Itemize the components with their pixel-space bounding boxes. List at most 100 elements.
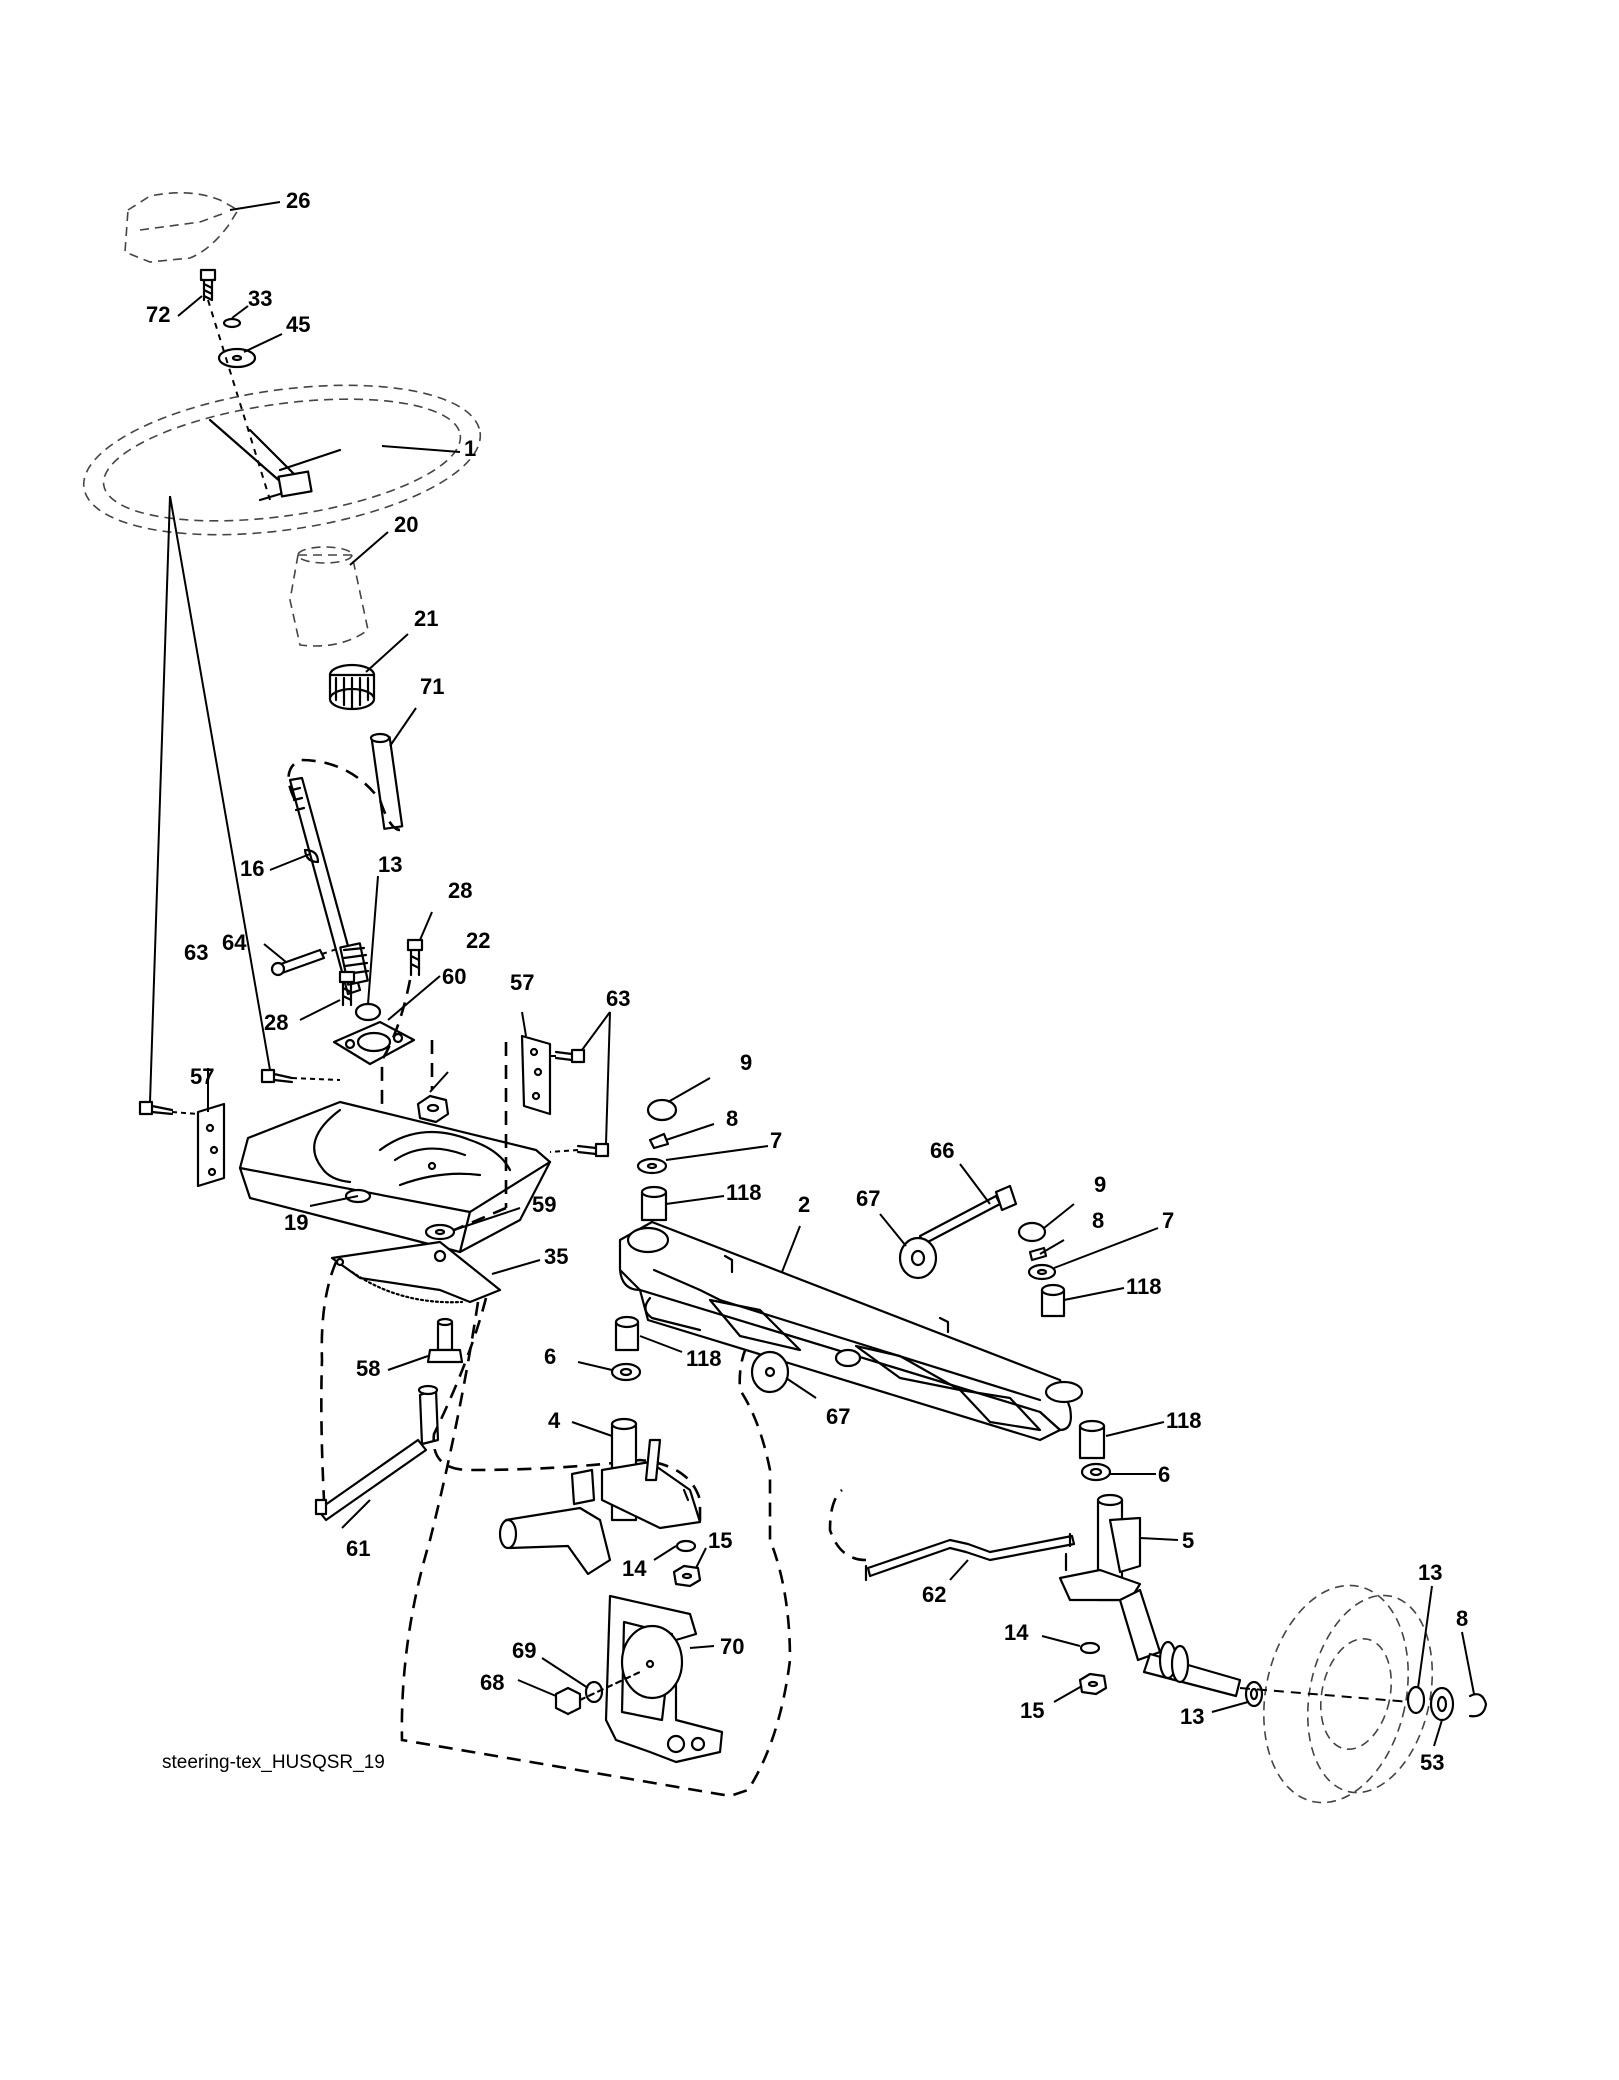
part-screw-63a bbox=[138, 1100, 174, 1116]
part-nut-15a bbox=[672, 1564, 702, 1588]
part-nut-15b bbox=[1078, 1672, 1108, 1696]
part-bushing-21 bbox=[328, 663, 376, 711]
part-washer-53 bbox=[1429, 1686, 1455, 1722]
part-washer-14a bbox=[675, 1539, 697, 1553]
callout-21: 21 bbox=[414, 606, 438, 631]
callout-13c: 13 bbox=[1418, 1560, 1442, 1585]
part-washer-59 bbox=[424, 1223, 456, 1241]
part-steering-boot bbox=[289, 546, 369, 647]
callout-15b: 15 bbox=[1020, 1698, 1044, 1723]
part-washer-13-outer bbox=[1406, 1685, 1426, 1715]
callout-64: 64 bbox=[222, 930, 247, 955]
part-screw-63b bbox=[260, 1068, 294, 1084]
callout-26: 26 bbox=[286, 188, 310, 213]
callout-14a: 14 bbox=[622, 1556, 647, 1581]
part-bushing-118a bbox=[640, 1185, 668, 1222]
part-bushing-118d bbox=[1078, 1419, 1106, 1460]
part-bolt-72 bbox=[199, 268, 217, 302]
callout-57a: 57 bbox=[190, 1064, 214, 1089]
callout-63b: 63 bbox=[606, 986, 630, 1011]
callout-19: 19 bbox=[284, 1210, 308, 1235]
figure-caption: steering-tex_HUSQSR_19 bbox=[162, 1752, 385, 1773]
part-washer-7b bbox=[1027, 1263, 1057, 1281]
part-plate-70 bbox=[604, 1594, 724, 1764]
callout-67b: 67 bbox=[826, 1404, 850, 1429]
callout-4: 4 bbox=[548, 1408, 561, 1433]
callout-5: 5 bbox=[1182, 1528, 1194, 1553]
callout-6b: 6 bbox=[1158, 1462, 1170, 1487]
callout-8a: 8 bbox=[726, 1106, 738, 1131]
callout-8c: 8 bbox=[1456, 1606, 1468, 1631]
part-washer-69 bbox=[584, 1680, 604, 1704]
part-bracket-57-right bbox=[520, 1034, 552, 1116]
part-bushing-118b bbox=[1040, 1283, 1066, 1318]
callout-8b: 8 bbox=[1092, 1208, 1104, 1233]
callout-68: 68 bbox=[480, 1670, 504, 1695]
part-pin-64 bbox=[270, 948, 326, 977]
callout-70: 70 bbox=[720, 1634, 744, 1659]
part-spindle-4 bbox=[498, 1417, 702, 1576]
callout-2: 2 bbox=[798, 1192, 810, 1217]
callout-71: 71 bbox=[420, 674, 444, 699]
callout-118d: 118 bbox=[1166, 1408, 1202, 1433]
callout-labels: 26 72 33 45 1 20 21 71 16 13 28 64 22 28… bbox=[146, 188, 1468, 1775]
callout-9b: 9 bbox=[1094, 1172, 1106, 1197]
part-sector-gear-35 bbox=[330, 1240, 502, 1304]
part-spacer-67-front bbox=[750, 1350, 790, 1394]
part-clip-8c bbox=[1468, 1693, 1488, 1718]
callout-28a: 28 bbox=[264, 1010, 288, 1035]
callout-58: 58 bbox=[356, 1356, 380, 1381]
part-washer-6a bbox=[610, 1362, 642, 1382]
callout-53: 53 bbox=[1420, 1750, 1444, 1775]
callout-69: 69 bbox=[512, 1638, 536, 1663]
part-washer-14b bbox=[1079, 1641, 1101, 1655]
part-cap-9a bbox=[646, 1098, 678, 1122]
part-washer-7a bbox=[636, 1157, 668, 1175]
callout-61: 61 bbox=[346, 1536, 370, 1561]
callout-118a: 118 bbox=[726, 1180, 762, 1205]
callout-35: 35 bbox=[544, 1244, 568, 1269]
callout-67a: 67 bbox=[856, 1186, 880, 1211]
part-spindle-5 bbox=[1058, 1493, 1242, 1698]
part-drag-link-61 bbox=[314, 1384, 440, 1522]
part-bolt-28a bbox=[338, 970, 356, 1007]
part-clip-8b bbox=[1028, 1246, 1048, 1262]
part-steering-cap bbox=[124, 192, 240, 263]
part-front-wheel bbox=[1239, 1584, 1434, 1804]
callout-13a: 13 bbox=[378, 852, 402, 877]
callout-6a: 6 bbox=[544, 1344, 556, 1369]
callout-57b: 57 bbox=[510, 970, 534, 995]
part-sleeve-71 bbox=[369, 732, 404, 830]
callout-20: 20 bbox=[394, 512, 418, 537]
part-nut-60 bbox=[416, 1094, 450, 1124]
part-screw-63c bbox=[554, 1048, 586, 1064]
part-screw-63d bbox=[576, 1142, 610, 1158]
callout-9a: 9 bbox=[740, 1050, 752, 1075]
part-steering-wheel bbox=[82, 384, 482, 536]
callout-7a: 7 bbox=[770, 1128, 782, 1153]
part-washer-6b bbox=[1080, 1462, 1112, 1482]
part-cap-9b bbox=[1017, 1221, 1047, 1243]
part-pivot-bolt-66 bbox=[918, 1184, 1018, 1246]
callout-63a: 63 bbox=[184, 940, 208, 965]
part-steering-bracket-19 bbox=[238, 1100, 552, 1254]
callout-66: 66 bbox=[930, 1138, 954, 1163]
leader-lines bbox=[149, 201, 1475, 1747]
callout-22: 22 bbox=[466, 928, 490, 953]
callout-14b: 14 bbox=[1004, 1620, 1029, 1645]
part-steering-shaft bbox=[288, 776, 370, 996]
callout-7b: 7 bbox=[1162, 1208, 1174, 1233]
callout-45: 45 bbox=[286, 312, 310, 337]
part-clip-8a bbox=[648, 1132, 670, 1150]
part-flange-bearing-22 bbox=[332, 1020, 416, 1066]
part-bracket-57-left bbox=[196, 1102, 226, 1188]
part-spacer-67-rear bbox=[898, 1236, 938, 1280]
part-bolt-28b bbox=[406, 938, 424, 977]
part-lock-washer-33 bbox=[222, 317, 242, 329]
callout-16: 16 bbox=[240, 856, 264, 881]
part-bushing-13 bbox=[354, 1002, 382, 1022]
callout-60: 60 bbox=[442, 964, 466, 989]
part-washer-13-spindle bbox=[1244, 1680, 1264, 1708]
callout-33: 33 bbox=[248, 286, 272, 311]
